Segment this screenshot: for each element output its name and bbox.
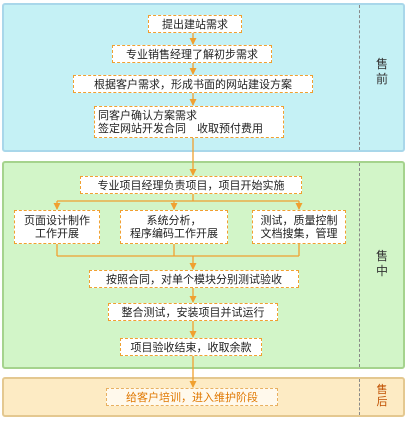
post-sales-label: 售后 — [376, 383, 388, 408]
branch-testing-line-1: 测试，质量控制 — [260, 214, 338, 227]
branch-testing-line-2: 文档搜集，管理 — [260, 227, 338, 240]
node-integration-test: 整合测试，安装项目并试运行 — [108, 303, 278, 321]
node-confirm-contract: 同客户确认方案需求 签定网站开发合同 收取预付费用 — [94, 106, 284, 138]
pre-sales-divider — [359, 5, 360, 150]
branch-coding-line-2: 程序编码工作开展 — [130, 227, 218, 240]
contract-line-2: 签定网站开发合同 收取预付费用 — [98, 122, 263, 135]
node-written-plan: 根据客户需求，形成书面的网站建设方案 — [73, 75, 313, 93]
mid-sales-divider — [359, 163, 360, 367]
node-sales-manager: 专业销售经理了解初步需求 — [112, 45, 272, 63]
post-sales-divider — [359, 379, 360, 415]
node-module-acceptance: 按照合同，对单个模块分别测试验收 — [89, 270, 299, 288]
node-branch-testing: 测试，质量控制 文档搜集，管理 — [252, 210, 346, 244]
node-submit-request: 提出建站需求 — [148, 15, 242, 33]
node-branch-design: 页面设计制作 工作开展 — [14, 210, 100, 244]
contract-line-1: 同客户确认方案需求 — [98, 109, 197, 122]
node-final-acceptance: 项目验收结束，收取余款 — [120, 338, 262, 356]
branch-coding-line-1: 系统分析， — [146, 214, 202, 227]
branch-design-line-1: 页面设计制作 — [24, 214, 90, 227]
branch-design-line-2: 工作开展 — [35, 227, 79, 240]
node-training-maintenance: 给客户培训，进入维护阶段 — [106, 388, 278, 406]
mid-sales-label: 售中 — [375, 249, 388, 278]
mid-sales-panel: 售中 — [2, 161, 405, 369]
pre-sales-label: 售前 — [375, 57, 388, 86]
node-branch-coding: 系统分析， 程序编码工作开展 — [120, 210, 228, 244]
node-project-start: 专业项目经理负责项目，项目开始实施 — [80, 176, 302, 194]
